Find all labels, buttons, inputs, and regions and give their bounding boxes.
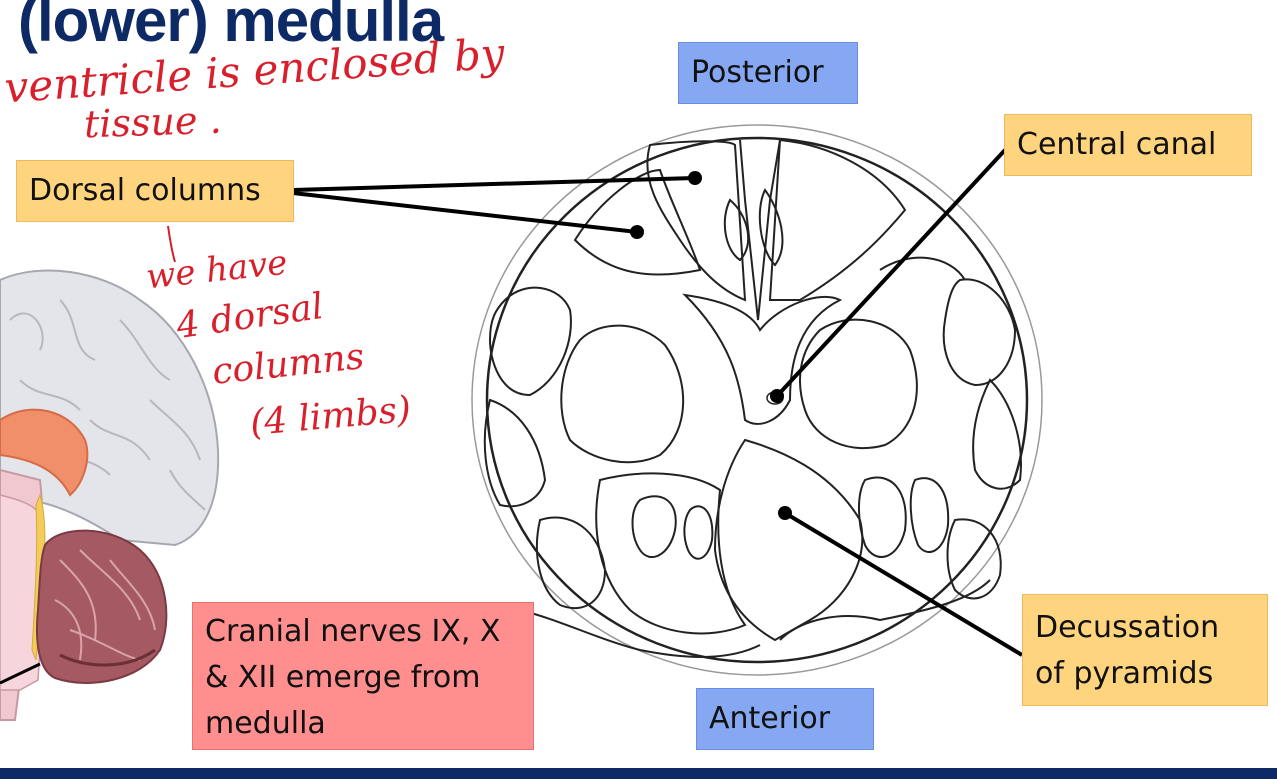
decussation-label: Decussation of pyramids <box>1022 594 1268 706</box>
central-canal-dot <box>770 389 784 403</box>
dorsal-column-dot-1 <box>688 171 702 185</box>
decussation-dot <box>778 506 792 520</box>
decussation-line-1: Decussation <box>1035 610 1220 645</box>
dorsal-column-dot-2 <box>630 225 644 239</box>
cranial-nerves-label: Cranial nerves IX, X & XII emerge from m… <box>192 602 534 750</box>
cranial-nerves-line-3: medulla <box>205 706 326 741</box>
dorsal-columns-pointer-1 <box>292 176 696 192</box>
dorsal-columns-label: Dorsal columns <box>16 160 294 222</box>
cranial-nerves-line-2: & XII emerge from <box>205 660 481 695</box>
central-canal-pointer <box>775 148 1007 398</box>
central-canal-label: Central canal <box>1004 114 1252 176</box>
decussation-line-2: of pyramids <box>1035 656 1214 691</box>
anterior-label: Anterior <box>696 688 874 750</box>
decussation-pointer <box>783 511 1024 657</box>
cranial-nerves-line-1: Cranial nerves IX, X <box>205 614 501 649</box>
slide-title: (lower) medulla <box>18 0 444 54</box>
handwritten-note-top-line-2: tissue . <box>83 97 223 147</box>
slide-footer-bar <box>0 768 1277 779</box>
dorsal-columns-pointer-2 <box>292 191 638 234</box>
posterior-label: Posterior <box>678 42 858 104</box>
